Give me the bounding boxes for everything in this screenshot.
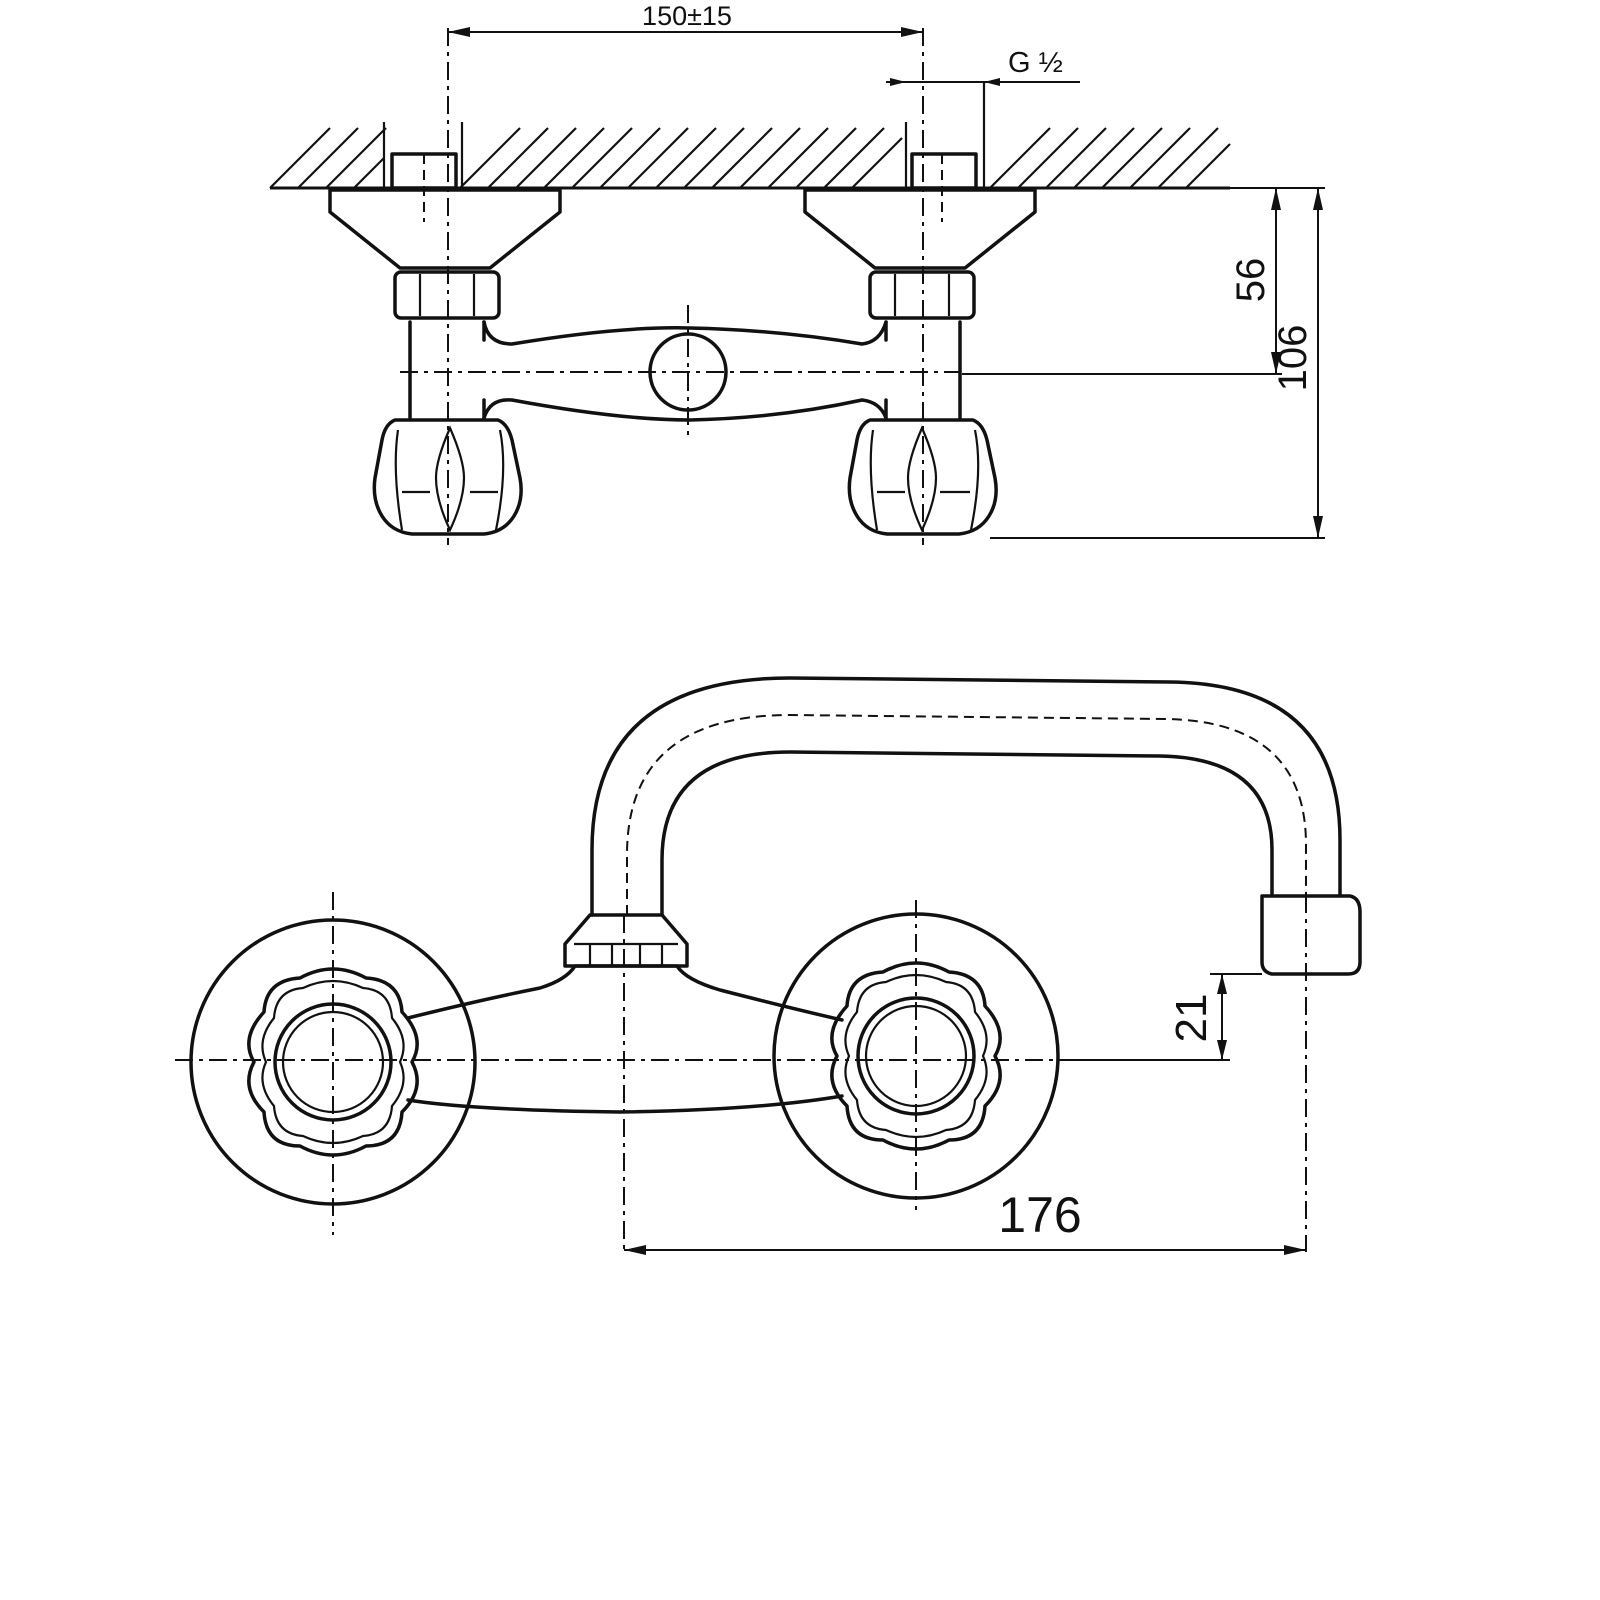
top-view: 150±15 G ½ 56 106 (269, 1, 1325, 545)
right-handle-side (847, 418, 998, 536)
dim-inlet-spacing: 150±15 (642, 1, 732, 31)
wall-hatching (269, 127, 1231, 190)
spout-outer-edge (590, 676, 1342, 917)
body-upper-edge (482, 320, 888, 346)
aerator (1260, 894, 1362, 976)
spout-inner-edge (660, 750, 1274, 917)
right-wall-flange (803, 188, 1037, 270)
body-lower-edge (482, 398, 888, 422)
left-handle-star (247, 967, 419, 1157)
dim-spout-reach: 176 (998, 1187, 1081, 1243)
valve-body-bottom (406, 1094, 844, 1114)
left-handle-side (372, 418, 523, 536)
dim-total-depth: 106 (1271, 325, 1315, 392)
spout-nut (563, 913, 689, 968)
right-inlet-nut (910, 152, 978, 190)
dim-axis-depth: 56 (1229, 258, 1273, 303)
left-wall-flange (328, 188, 562, 270)
front-view: 21 176 (175, 676, 1362, 1255)
right-handle-star (830, 961, 1002, 1151)
dim-thread: G ½ (1008, 47, 1063, 79)
dim-spout-height: 21 (1167, 994, 1216, 1043)
